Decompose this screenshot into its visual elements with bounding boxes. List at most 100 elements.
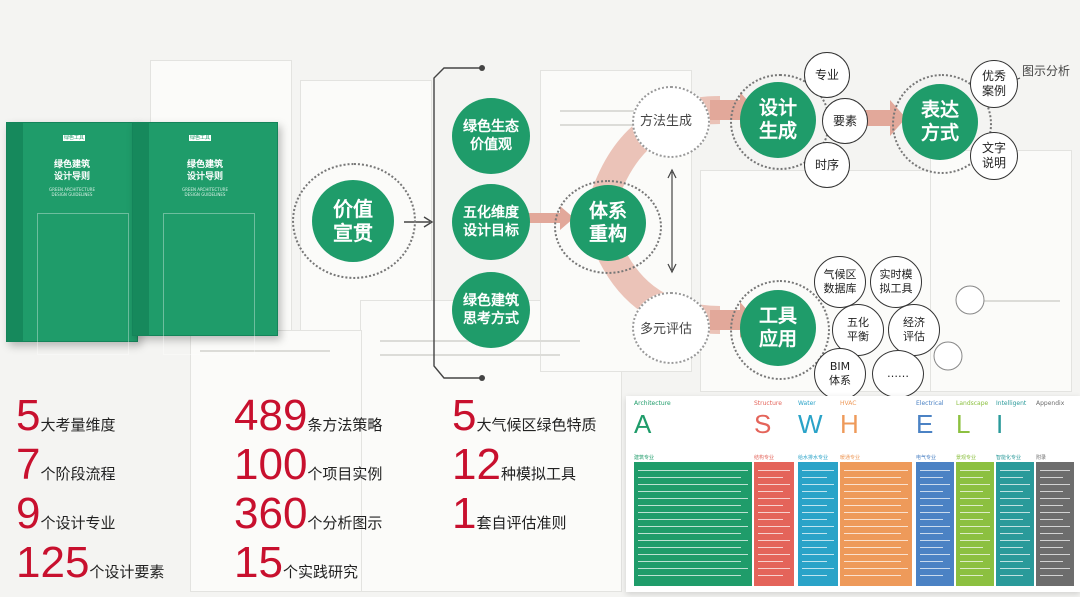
tool-sub-balance: 五化 平衡 (832, 304, 884, 356)
bracket-end-dot (479, 65, 485, 71)
background-page (190, 330, 362, 592)
index-entry-line (960, 554, 990, 555)
index-entry-line (638, 519, 741, 520)
index-entry-line (920, 554, 950, 555)
expression-sub-case: 优秀 案例 (970, 60, 1018, 108)
index-entry-line (1000, 491, 1023, 492)
index-entry-line (758, 561, 783, 562)
index-entry-line (960, 477, 983, 478)
tool-sub-bim: BIM 体系 (814, 348, 866, 400)
index-entry-line (758, 533, 783, 534)
index-entry-line (844, 470, 908, 471)
decorative-circle (933, 341, 963, 371)
index-entry-line (1000, 484, 1030, 485)
index-entry-line (758, 526, 790, 527)
discipline-index-panel: Architecture A 建筑专业 Structure S 结构专业 Wat… (626, 396, 1080, 592)
index-entry-line (844, 533, 901, 534)
book-title: 绿色建筑 设计导则 (186, 160, 223, 182)
index-entry-line (638, 477, 741, 478)
book-subtitle: GREEN ARCHITECTURE DESIGN GUIDELINES (49, 187, 95, 197)
index-entry-line (638, 561, 741, 562)
stat-text: 个项目实例 (307, 465, 383, 483)
index-entry-line (638, 484, 748, 485)
index-entry-line (920, 484, 950, 485)
discipline-letter: S (754, 409, 772, 439)
discipline-title: 建筑专业 (634, 455, 655, 461)
index-entry-line (920, 491, 943, 492)
discipline-block (956, 462, 994, 586)
index-entry-line (638, 568, 748, 569)
index-entry-line (638, 491, 741, 492)
index-entry-line (920, 540, 950, 541)
index-entry-line (960, 526, 990, 527)
expression-node: 表达 方式 (902, 84, 978, 160)
index-entry-line (960, 505, 983, 506)
discipline-title: 电气专业 (916, 455, 937, 461)
index-entry-line (1000, 568, 1030, 569)
discipline-title: 给水排水专业 (798, 455, 829, 461)
discipline-letter: L (956, 409, 971, 439)
system-node: 体系 重构 (570, 185, 646, 261)
index-entry-line (802, 554, 834, 555)
index-entry-line (844, 540, 908, 541)
book-frame (163, 213, 255, 355)
book-spine (133, 123, 149, 335)
discipline-letter: I (996, 409, 1004, 439)
index-entry-line (960, 519, 983, 520)
index-entry-line (758, 512, 790, 513)
index-entry-line (920, 533, 943, 534)
index-entry-line (920, 561, 943, 562)
index-entry-line (638, 512, 748, 513)
index-entry-line (1000, 498, 1030, 499)
index-entry-line (1040, 505, 1063, 506)
index-entry-line (920, 575, 943, 576)
stat-number: 15 (234, 538, 283, 587)
index-entry-line (960, 540, 990, 541)
discipline-block (996, 462, 1034, 586)
stat-item: 15个实践研究 (234, 541, 358, 585)
index-entry-line (758, 568, 790, 569)
background-text-line (560, 110, 670, 112)
bracket-end-dot (479, 375, 485, 381)
index-entry-line (1040, 519, 1063, 520)
expression-sub-text: 文字 说明 (970, 132, 1018, 180)
stat-item: 7个阶段流程 (16, 443, 116, 487)
stat-item: 12种模拟工具 (452, 443, 576, 487)
index-entry-line (802, 477, 827, 478)
index-entry-line (1000, 533, 1023, 534)
discipline-en: Intelligent (996, 400, 1027, 407)
index-entry-line (844, 498, 908, 499)
index-entry-line (1040, 575, 1063, 576)
design-node: 设计 生成 (740, 82, 816, 158)
index-entry-line (802, 575, 827, 576)
stat-number: 7 (16, 440, 41, 489)
index-entry-line (758, 491, 783, 492)
index-entry-line (638, 540, 748, 541)
index-entry-line (1040, 554, 1070, 555)
index-entry-line (1000, 505, 1023, 506)
stat-number: 5 (452, 391, 477, 440)
bracket-line (433, 67, 482, 379)
index-entry-line (802, 512, 834, 513)
background-text-line (560, 124, 650, 126)
index-entry-line (802, 519, 827, 520)
index-entry-line (920, 477, 943, 478)
discipline-en: Water (798, 400, 816, 407)
index-entry-line (802, 540, 834, 541)
index-entry-line (758, 554, 790, 555)
stat-text: 个设计要素 (89, 563, 165, 581)
discipline-letter: W (798, 409, 823, 439)
index-entry-line (1040, 561, 1063, 562)
branch-node-value: 绿色生态 价值观 (452, 98, 530, 174)
stat-text: 大考量维度 (40, 416, 116, 434)
index-entry-line (1000, 554, 1030, 555)
discipline-title: 结构专业 (754, 455, 775, 461)
index-entry-line (802, 470, 834, 471)
eval-label: 多元评估 (640, 322, 693, 337)
center-node: 价值 宣贯 (312, 180, 394, 262)
index-entry-line (1000, 512, 1030, 513)
index-entry-line (758, 505, 783, 506)
design-sub-discipline: 专业 (804, 52, 850, 98)
stat-text: 个设计专业 (40, 514, 116, 532)
discipline-en: Electrical (916, 400, 944, 407)
